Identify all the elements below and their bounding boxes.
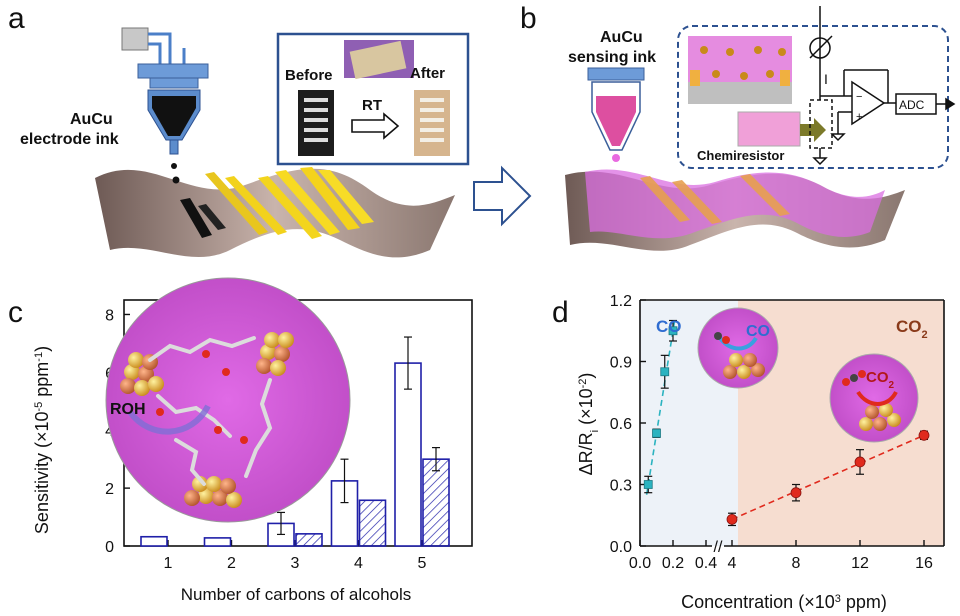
c-ytick-label: 2	[105, 481, 114, 498]
c-bar-hatched	[422, 458, 450, 547]
c-nanoparticle-clusters	[120, 332, 294, 508]
c-xtick-label: 1	[164, 555, 173, 572]
d-co2-bubble-label: CO2	[866, 369, 895, 391]
ink-label-b-line1: AuCu	[600, 29, 643, 46]
d-ylabel: ΔR/Ri (×10-2)	[576, 373, 601, 476]
chemiresistor-image	[737, 111, 801, 147]
d-xtick-label: 0.4	[695, 555, 717, 572]
d-point-co	[668, 326, 678, 336]
d-co2-bubble	[829, 353, 919, 443]
c-xtick-label: 2	[227, 555, 236, 572]
d-co-bubble-label: CO	[746, 323, 770, 340]
d-xtick-label: 0.0	[629, 555, 651, 572]
d-xtick-label: 12	[851, 555, 869, 572]
d-xtick-label: 0.2	[662, 555, 684, 572]
flexible-substrate	[95, 168, 455, 258]
c-xtick-label: 3	[291, 555, 300, 572]
d-xtick-label: 4	[728, 555, 737, 572]
d-fit-lines	[645, 320, 925, 521]
d-point-co	[652, 428, 661, 438]
c-xtick-label: 5	[418, 555, 427, 572]
c-oxygen-atoms	[156, 350, 248, 444]
c-xlabel: Number of carbons of alcohols	[181, 585, 412, 604]
readout-circuit	[809, 6, 956, 166]
printed-electrode-black	[180, 198, 212, 238]
chemiresistor-label: Chemiresistor	[697, 148, 784, 163]
d-points	[643, 319, 930, 527]
ink-label-a-line1: AuCu	[70, 111, 113, 128]
d-point-co	[643, 480, 653, 489]
d-fit-line	[731, 434, 925, 521]
d-xtick-label: 8	[792, 555, 801, 572]
c-bar-open	[203, 537, 232, 547]
after-electrode-photo	[414, 90, 450, 156]
d-ytick-label: 0.6	[610, 416, 632, 433]
panel-label-d: d	[552, 296, 569, 329]
ink-label-a-line2: electrode ink	[20, 131, 119, 148]
current-label: I	[824, 71, 828, 87]
process-arrow-icon	[473, 165, 532, 227]
panel-label-c: c	[8, 296, 23, 329]
d-ytick-label: 0.9	[610, 355, 632, 372]
d-co2-flow-arrow-icon	[856, 390, 898, 406]
d-xlabel: Concentration (×103 ppm)	[681, 592, 887, 612]
c-ligand-chains	[148, 336, 273, 486]
d-point-co2	[726, 513, 738, 525]
printer-head	[121, 27, 209, 184]
opamp-minus: −	[856, 91, 862, 103]
printed-electrodes-gold	[205, 167, 374, 239]
d-co2-region-label: CO2	[896, 317, 928, 341]
sensing-film	[585, 169, 885, 239]
d-axis-break: //	[714, 539, 723, 556]
d-axes: // 0.0 0.3 0.6 0.9 1.2 0.0 0.2 0.4 4 8 12 16	[610, 293, 945, 572]
d-co2-cluster	[859, 403, 901, 431]
dispenser-head	[587, 67, 645, 162]
c-bar-hatched	[295, 533, 323, 547]
c-roh-label: ROH	[110, 401, 146, 418]
d-co-cluster	[723, 353, 765, 379]
chemiresistor-arrow-icon	[800, 118, 826, 142]
printed-electrode-black	[198, 204, 226, 230]
c-bar-open	[394, 362, 422, 547]
panel-c-chart: 0246812345 Number of carbons of alcohols…	[32, 277, 473, 604]
d-point-co2	[854, 456, 866, 468]
rt-arrow-icon	[351, 112, 400, 140]
film-nanoparticles	[700, 46, 786, 80]
d-ytick-label: 0.0	[610, 539, 632, 556]
c-ytick-label: 8	[105, 307, 114, 324]
inset-after-label: After	[410, 65, 445, 82]
inset-before-label: Before	[285, 67, 333, 84]
c-ytick-label: 0	[105, 539, 114, 556]
c-bars	[140, 336, 450, 547]
c-bar-hatched	[358, 499, 387, 547]
d-point-co2	[790, 487, 802, 499]
c-bar-open	[140, 535, 168, 547]
panel-a-illustration: AuCu electrode ink Before After RT	[20, 27, 470, 258]
c-ylabel: Sensitivity (×10-5 ppm-1)	[32, 346, 52, 534]
d-point-co	[660, 367, 670, 377]
opamp-plus: +	[856, 111, 862, 123]
sensor-electrodes	[640, 174, 790, 224]
d-xtick-label: 16	[915, 555, 933, 572]
d-point-co2	[918, 429, 930, 441]
inset-rt-label: RT	[362, 97, 382, 114]
panel-label-a: a	[8, 2, 25, 35]
before-electrode-photo	[298, 90, 334, 156]
c-xtick-label: 4	[354, 555, 363, 572]
ink-label-b-line2: sensing ink	[568, 49, 656, 66]
d-ytick-label: 0.3	[610, 478, 632, 495]
c-ytick-label: 4	[105, 423, 114, 440]
panel-b-illustration: AuCu sensing ink Chemiresistor	[565, 6, 956, 251]
circuit-box	[677, 25, 949, 169]
c-flow-arrow-icon	[127, 404, 211, 435]
substrate-fibers	[688, 82, 792, 104]
adc-label: ADC	[899, 98, 925, 112]
d-ytick-label: 1.2	[610, 293, 632, 310]
d-co-region-label: CO	[656, 317, 682, 336]
panel-label-b: b	[520, 2, 537, 35]
